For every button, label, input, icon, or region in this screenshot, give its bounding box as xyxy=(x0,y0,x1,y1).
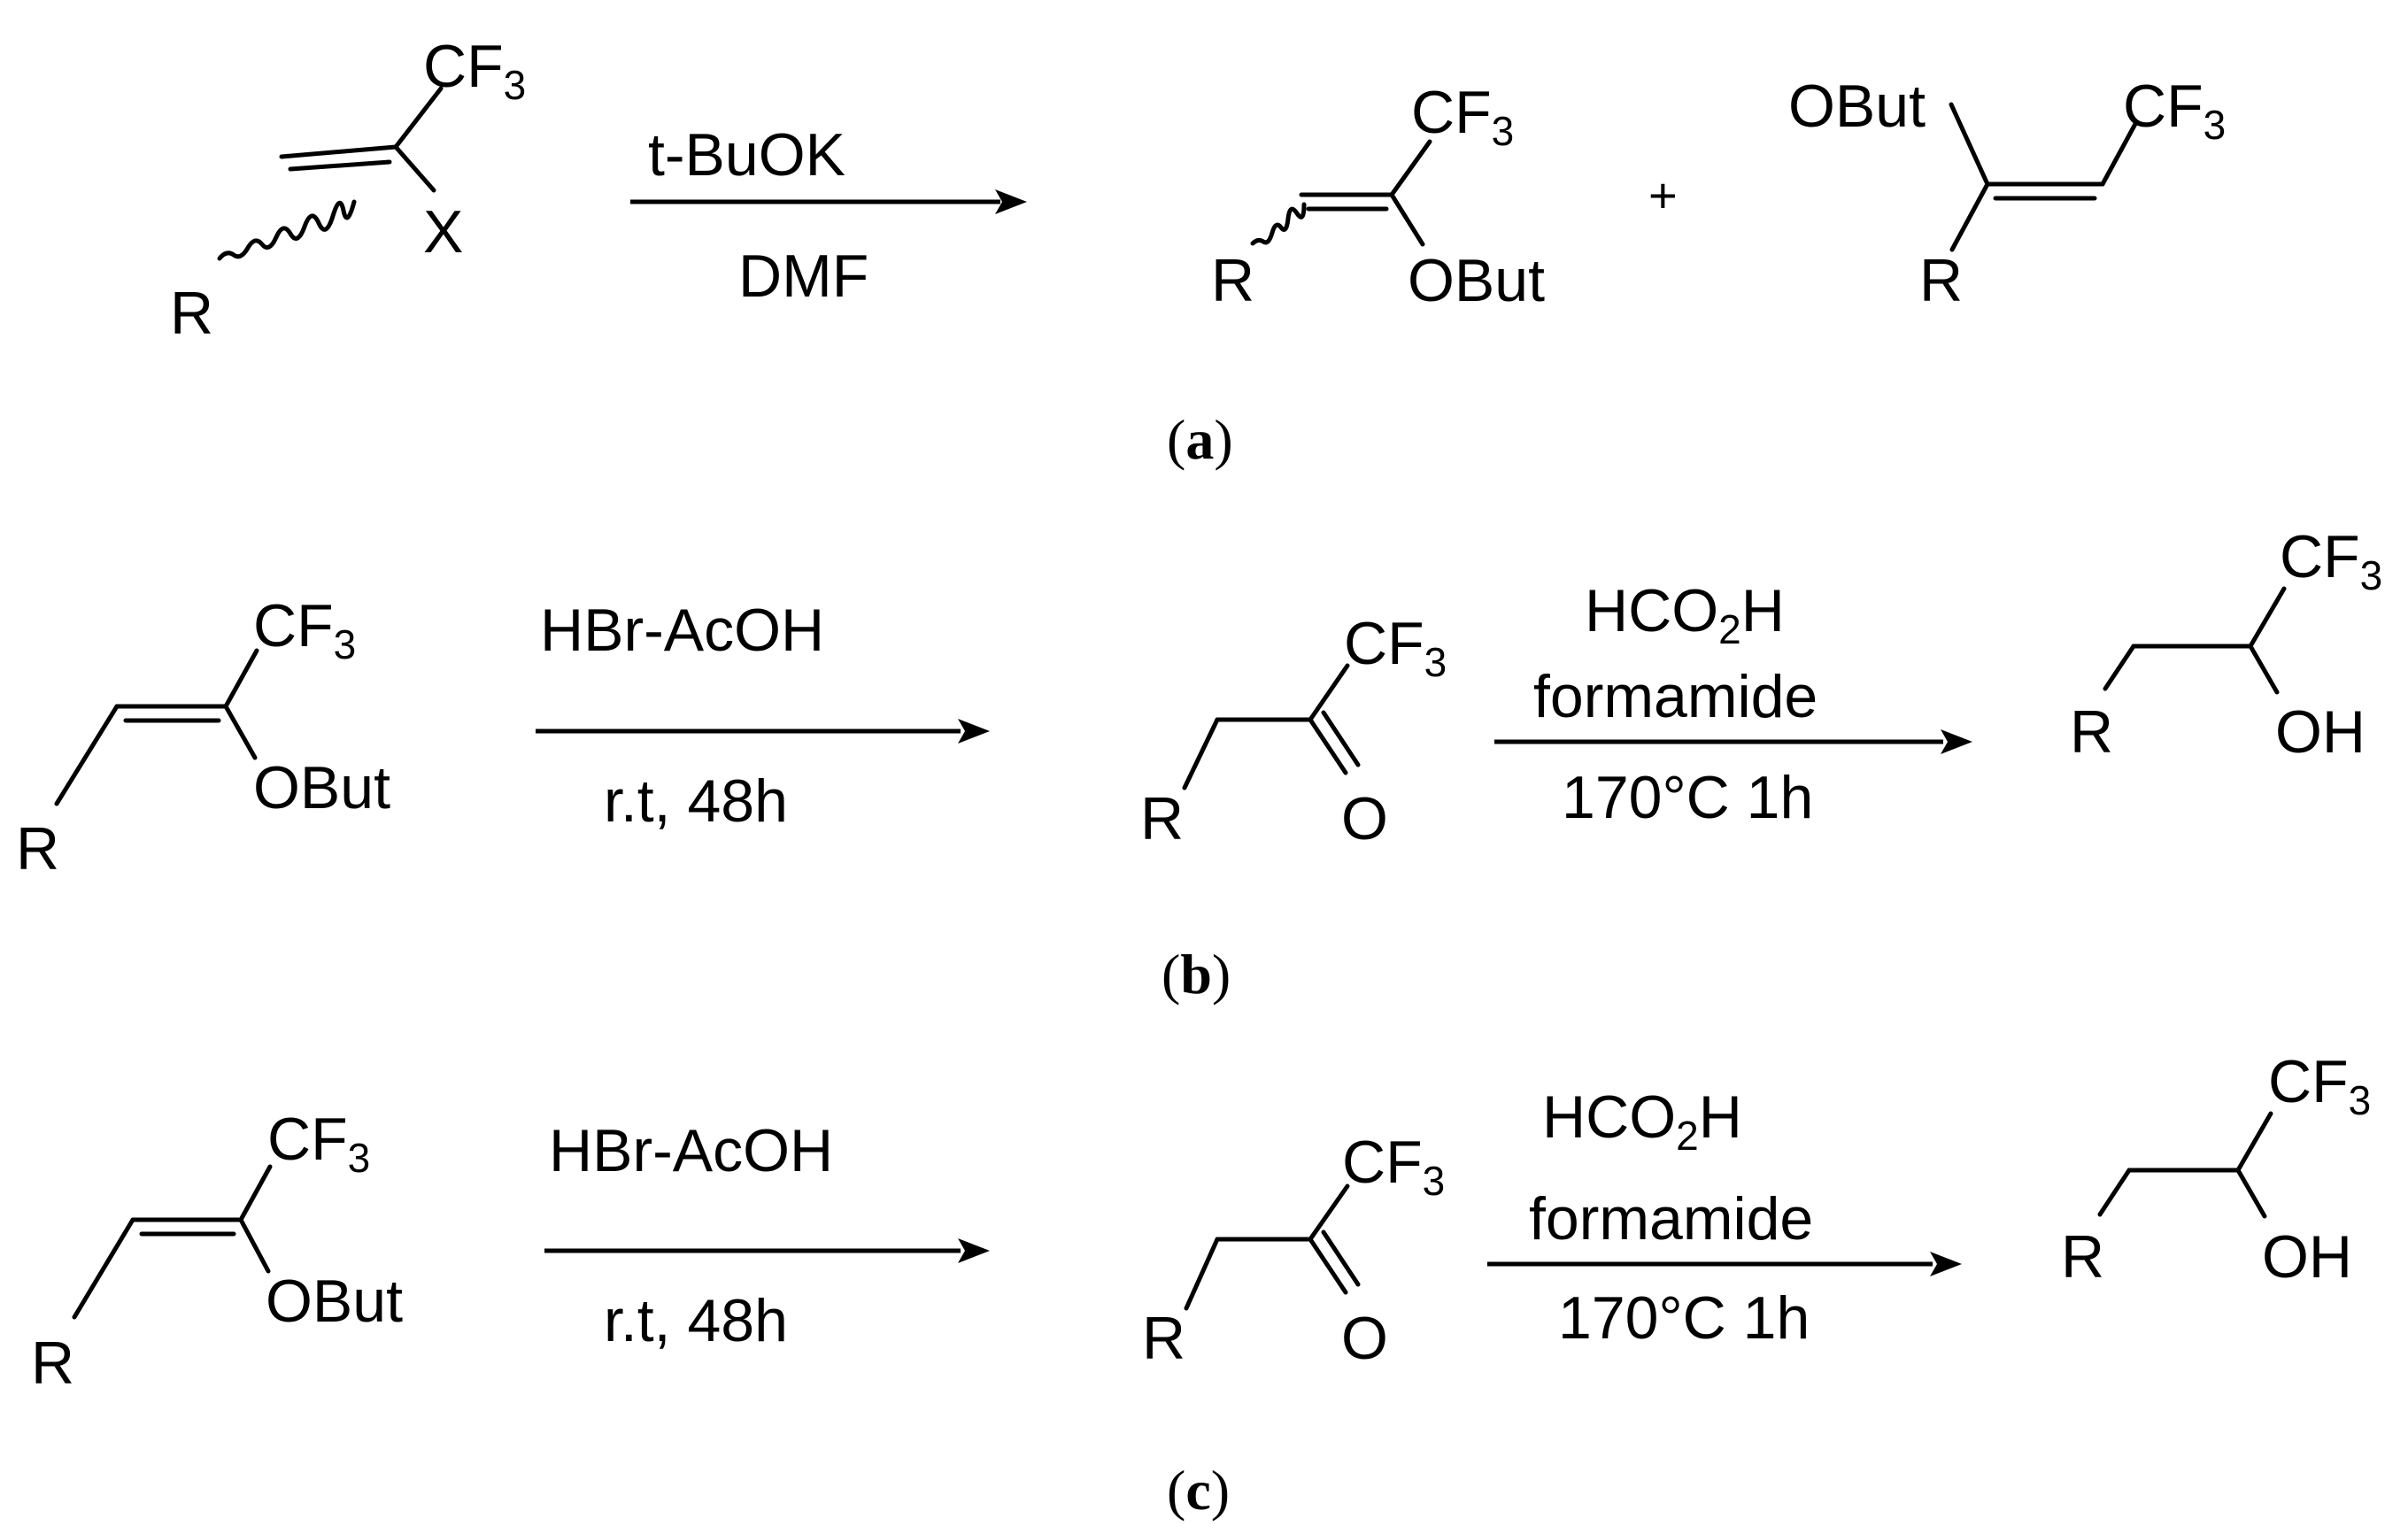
atom-cf3: CF3 xyxy=(1342,1129,1445,1204)
bond-to-r xyxy=(1949,181,1990,252)
atom-oh: OH xyxy=(2262,1223,2352,1291)
atom-cf3: CF3 xyxy=(1344,610,1447,685)
atom-cf3: CF3 xyxy=(1411,79,1514,154)
bond-to-cf3 xyxy=(2235,1111,2273,1173)
atom-cf3: CF3 xyxy=(253,592,356,667)
arrowhead xyxy=(995,189,1027,214)
condition-label: r.t, 48h xyxy=(604,1287,788,1354)
bond-to-oh xyxy=(2235,1168,2267,1219)
bond-to-cf3 xyxy=(1308,1183,1350,1242)
bond-to-r xyxy=(1184,1237,1220,1311)
atom-obut: OBut xyxy=(1408,247,1545,314)
scheme-a-product-2: OBut CF3 R xyxy=(1788,73,2226,314)
reagent-label: t-BuOK xyxy=(648,121,845,189)
carbonyl-line xyxy=(1321,1230,1361,1287)
atom-r: R xyxy=(1211,247,1254,314)
atom-r: R xyxy=(1140,785,1184,852)
atom-r: R xyxy=(16,815,59,883)
wavy-bond xyxy=(1250,202,1307,246)
atom-o: O xyxy=(1341,1305,1388,1372)
atom-obut: OBut xyxy=(266,1268,403,1335)
condition-label: r.t, 48h xyxy=(604,767,788,835)
atom-r: R xyxy=(1142,1305,1185,1372)
scheme-a-arrow: t-BuOK DMF xyxy=(630,121,1027,310)
carbonyl-line xyxy=(1308,717,1348,775)
bond-to-cf3 xyxy=(238,1164,273,1222)
carbonyl-line xyxy=(1321,710,1361,767)
bond-to-obut xyxy=(238,1217,271,1274)
arrowhead xyxy=(1941,729,1972,754)
scheme-c-product: CF3 R OH xyxy=(2061,1048,2371,1291)
bond-to-cf3 xyxy=(223,648,259,709)
plus-sign: + xyxy=(1648,167,1678,223)
arrowhead xyxy=(1930,1252,1962,1276)
double-bond-line xyxy=(288,159,392,172)
condition-label: 170°C 1h xyxy=(1558,1284,1810,1352)
wavy-bond xyxy=(217,199,357,261)
bond-to-obut xyxy=(1949,102,1990,187)
scheme-c-intermediate: CF3 R O xyxy=(1142,1129,1445,1372)
atom-cf3: CF3 xyxy=(267,1106,370,1181)
atom-r: R xyxy=(170,280,213,347)
solvent-label: DMF xyxy=(738,243,868,310)
atom-r: R xyxy=(2061,1223,2104,1291)
reagent-label: HBr-AcOH xyxy=(540,597,824,664)
bond-to-cf3 xyxy=(2248,586,2287,649)
scheme-b-starting-material: CF3 OBut R xyxy=(16,592,390,883)
scheme-a-starting-material: CF3 X R xyxy=(170,33,526,347)
scheme-a: CF3 X R t-BuOK DMF CF3 R OBut + xyxy=(170,33,2226,471)
scheme-a-product-1: CF3 R OBut xyxy=(1211,79,1545,314)
caption-c: (c) xyxy=(1167,1459,1230,1522)
atom-cf3: CF3 xyxy=(423,33,526,108)
reagent-label: HCO2H xyxy=(1542,1083,1742,1159)
bond-to-cf3 xyxy=(393,86,444,150)
atom-obut: OBut xyxy=(253,754,390,821)
scheme-c-starting-material: CF3 OBut R xyxy=(31,1106,403,1397)
scheme-b: CF3 OBut R HBr-AcOH r.t, 48h CF3 R O HCO… xyxy=(16,523,2382,1006)
atom-r: R xyxy=(2070,698,2113,766)
bond-to-r xyxy=(54,704,120,806)
bond-to-oh xyxy=(2248,644,2280,695)
solvent-label: formamide xyxy=(1533,663,1818,730)
atom-r: R xyxy=(31,1330,74,1397)
scheme-b-arrow-2: HCO2H formamide 170°C 1h xyxy=(1494,577,1972,831)
atom-cf3: CF3 xyxy=(2123,73,2226,148)
scheme-b-intermediate: CF3 R O xyxy=(1140,610,1447,852)
caption-a: (a) xyxy=(1167,408,1233,471)
scheme-c-arrow-2: HCO2H formamide 170°C 1h xyxy=(1487,1083,1962,1352)
bond-to-cf3 xyxy=(2100,121,2138,187)
caption-b: (b) xyxy=(1162,943,1231,1006)
scheme-b-arrow-1: HBr-AcOH r.t, 48h xyxy=(536,597,990,835)
bond-to-x xyxy=(393,144,436,193)
scheme-c-arrow-1: HBr-AcOH r.t, 48h xyxy=(544,1117,990,1354)
bond-to-r xyxy=(2097,1168,2132,1217)
arrowhead xyxy=(958,1238,990,1263)
condition-label: 170°C 1h xyxy=(1562,764,1813,831)
atom-obut: OBut xyxy=(1788,73,1926,140)
atom-x: X xyxy=(423,198,463,266)
bond-to-obut xyxy=(223,704,258,760)
bond-to-cf3 xyxy=(1389,139,1432,197)
bond-to-r xyxy=(1182,717,1220,790)
bond-to-obut xyxy=(1389,192,1425,247)
atom-o: O xyxy=(1341,785,1388,852)
atom-r: R xyxy=(1919,247,1963,314)
bond-to-r xyxy=(2103,644,2136,691)
carbonyl-line xyxy=(1308,1237,1348,1295)
double-bond-line xyxy=(279,144,398,159)
bond-to-r xyxy=(72,1217,135,1320)
scheme-c: CF3 OBut R HBr-AcOH r.t, 48h CF3 R O HCO… xyxy=(31,1048,2371,1522)
atom-cf3: CF3 xyxy=(2280,523,2382,598)
solvent-label: formamide xyxy=(1529,1185,1813,1253)
reagent-label: HCO2H xyxy=(1585,577,1785,652)
bond-to-cf3 xyxy=(1308,663,1350,722)
atom-oh: OH xyxy=(2275,698,2366,766)
reagent-label: HBr-AcOH xyxy=(549,1117,833,1184)
atom-cf3: CF3 xyxy=(2268,1048,2371,1123)
arrowhead xyxy=(958,719,990,744)
scheme-b-product: CF3 R OH xyxy=(2070,523,2382,766)
